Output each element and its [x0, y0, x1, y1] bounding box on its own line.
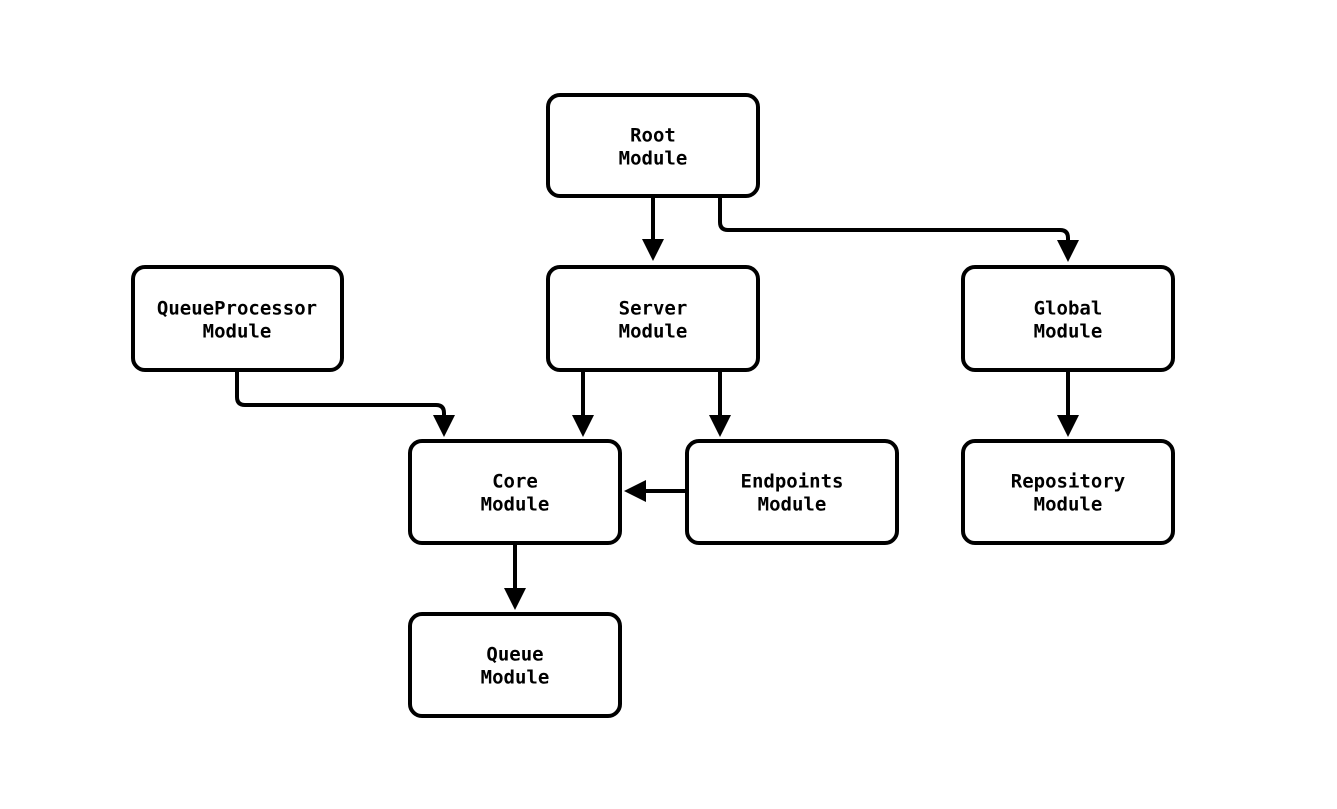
node-core-module[interactable]: Core Module [408, 439, 622, 545]
node-core-module-label-line2: Module [481, 494, 550, 516]
edge-core-to-queue [504, 543, 526, 610]
node-queue-module-box[interactable] [408, 612, 622, 718]
node-core-module-label-line1: Core [492, 471, 538, 493]
edge-endpoints-to-core [624, 480, 687, 502]
node-global-module-label-line1: Global [1034, 298, 1103, 320]
node-server-module[interactable]: Server Module [546, 265, 760, 372]
node-repository-module-box[interactable] [961, 439, 1175, 545]
node-global-module-label-line2: Module [1034, 321, 1103, 343]
edge-root-to-server-arrowhead [642, 239, 664, 261]
node-queue-module[interactable]: Queue Module [408, 612, 622, 718]
node-root-module-box[interactable] [546, 93, 760, 198]
edge-core-to-queue-arrowhead [504, 588, 526, 610]
node-root-module-label-line1: Root [630, 125, 676, 147]
edge-endpoints-to-core-arrowhead [624, 480, 646, 502]
node-queue-module-label-line1: Queue [486, 644, 543, 666]
node-endpoints-module-label-line2: Module [758, 494, 827, 516]
node-repository-module[interactable]: Repository Module [961, 439, 1175, 545]
node-repository-module-label-line2: Module [1034, 494, 1103, 516]
edge-server-to-core [572, 370, 594, 437]
node-root-module[interactable]: Root Module [546, 93, 760, 198]
node-server-module-label-line1: Server [619, 298, 688, 320]
node-queueprocessor-module-box[interactable] [131, 265, 344, 372]
node-core-module-box[interactable] [408, 439, 622, 545]
node-repository-module-label-line1: Repository [1011, 471, 1125, 493]
edge-root-to-global-arrowhead [1057, 240, 1079, 262]
node-queueprocessor-module[interactable]: QueueProcessor Module [131, 265, 344, 372]
node-endpoints-module-box[interactable] [685, 439, 899, 545]
node-root-module-label-line2: Module [619, 148, 688, 170]
edge-queueprocessor-to-core-arrowhead [433, 415, 455, 437]
node-server-module-label-line2: Module [619, 321, 688, 343]
edge-root-to-global-line [718, 196, 1070, 240]
edge-global-to-repository-arrowhead [1057, 415, 1079, 437]
edge-queueprocessor-to-core-line [235, 370, 446, 415]
node-global-module-box[interactable] [961, 265, 1175, 372]
edge-root-to-server [642, 196, 664, 261]
node-global-module[interactable]: Global Module [961, 265, 1175, 372]
edge-global-to-repository [1057, 370, 1079, 437]
edge-server-to-endpoints-arrowhead [709, 415, 731, 437]
edge-server-to-endpoints [709, 370, 731, 437]
edge-server-to-core-arrowhead [572, 415, 594, 437]
node-queue-module-label-line2: Module [481, 667, 550, 689]
node-endpoints-module-label-line1: Endpoints [741, 471, 844, 493]
node-endpoints-module[interactable]: Endpoints Module [685, 439, 899, 545]
edge-queueprocessor-to-core [235, 370, 455, 437]
node-server-module-box[interactable] [546, 265, 760, 372]
node-queueprocessor-module-label-line2: Module [203, 321, 272, 343]
node-queueprocessor-module-label-line1: QueueProcessor [157, 298, 317, 320]
edge-root-to-global [718, 196, 1079, 262]
